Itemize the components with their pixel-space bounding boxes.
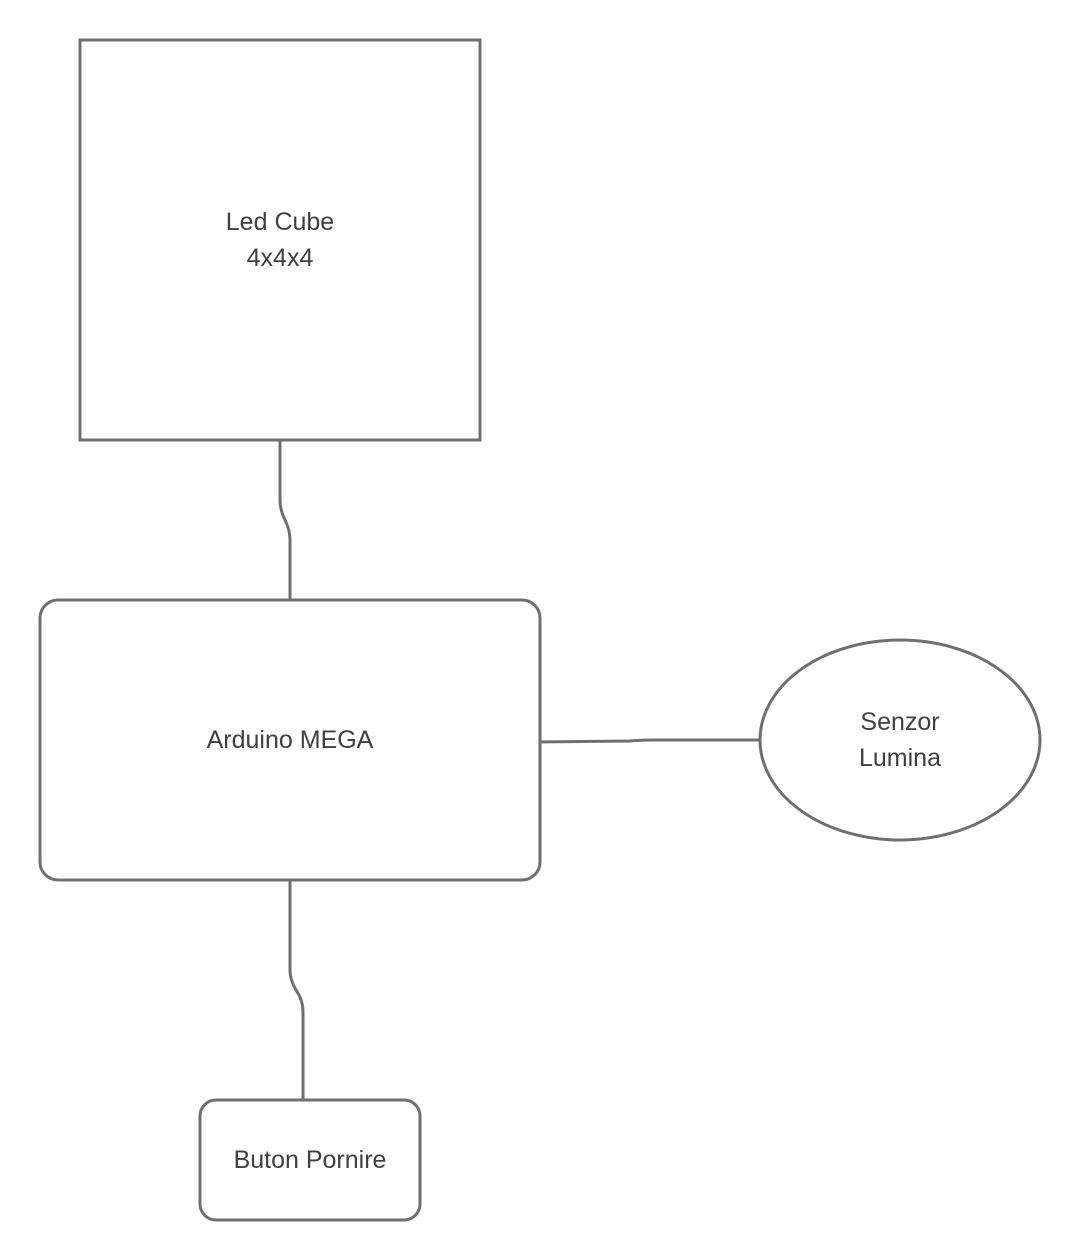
senzor-lumina-label-line1: Senzor [860,708,939,736]
senzor-lumina-label-line2: Lumina [859,744,941,772]
node-led-cube: Led Cube 4x4x4 [78,38,482,442]
led-cube-label-line2: 4x4x4 [247,244,314,272]
edge-arduino-to-sensor [534,738,760,744]
edge-led-cube-to-arduino [278,440,292,600]
arduino-mega-label: Arduino MEGA [207,726,374,754]
senzor-lumina-ellipse [758,638,1042,842]
edge-arduino-to-button [288,880,305,1105]
arduino-mega-box [38,598,542,882]
led-cube-box [78,38,482,442]
buton-pornire-box [198,1098,422,1222]
node-buton-pornire: Buton Pornire [198,1098,422,1222]
led-cube-label-line1: Led Cube [226,208,334,236]
node-senzor-lumina: Senzor Lumina [758,638,1042,842]
node-arduino-mega: Arduino MEGA [38,598,542,882]
buton-pornire-label: Buton Pornire [234,1146,387,1174]
